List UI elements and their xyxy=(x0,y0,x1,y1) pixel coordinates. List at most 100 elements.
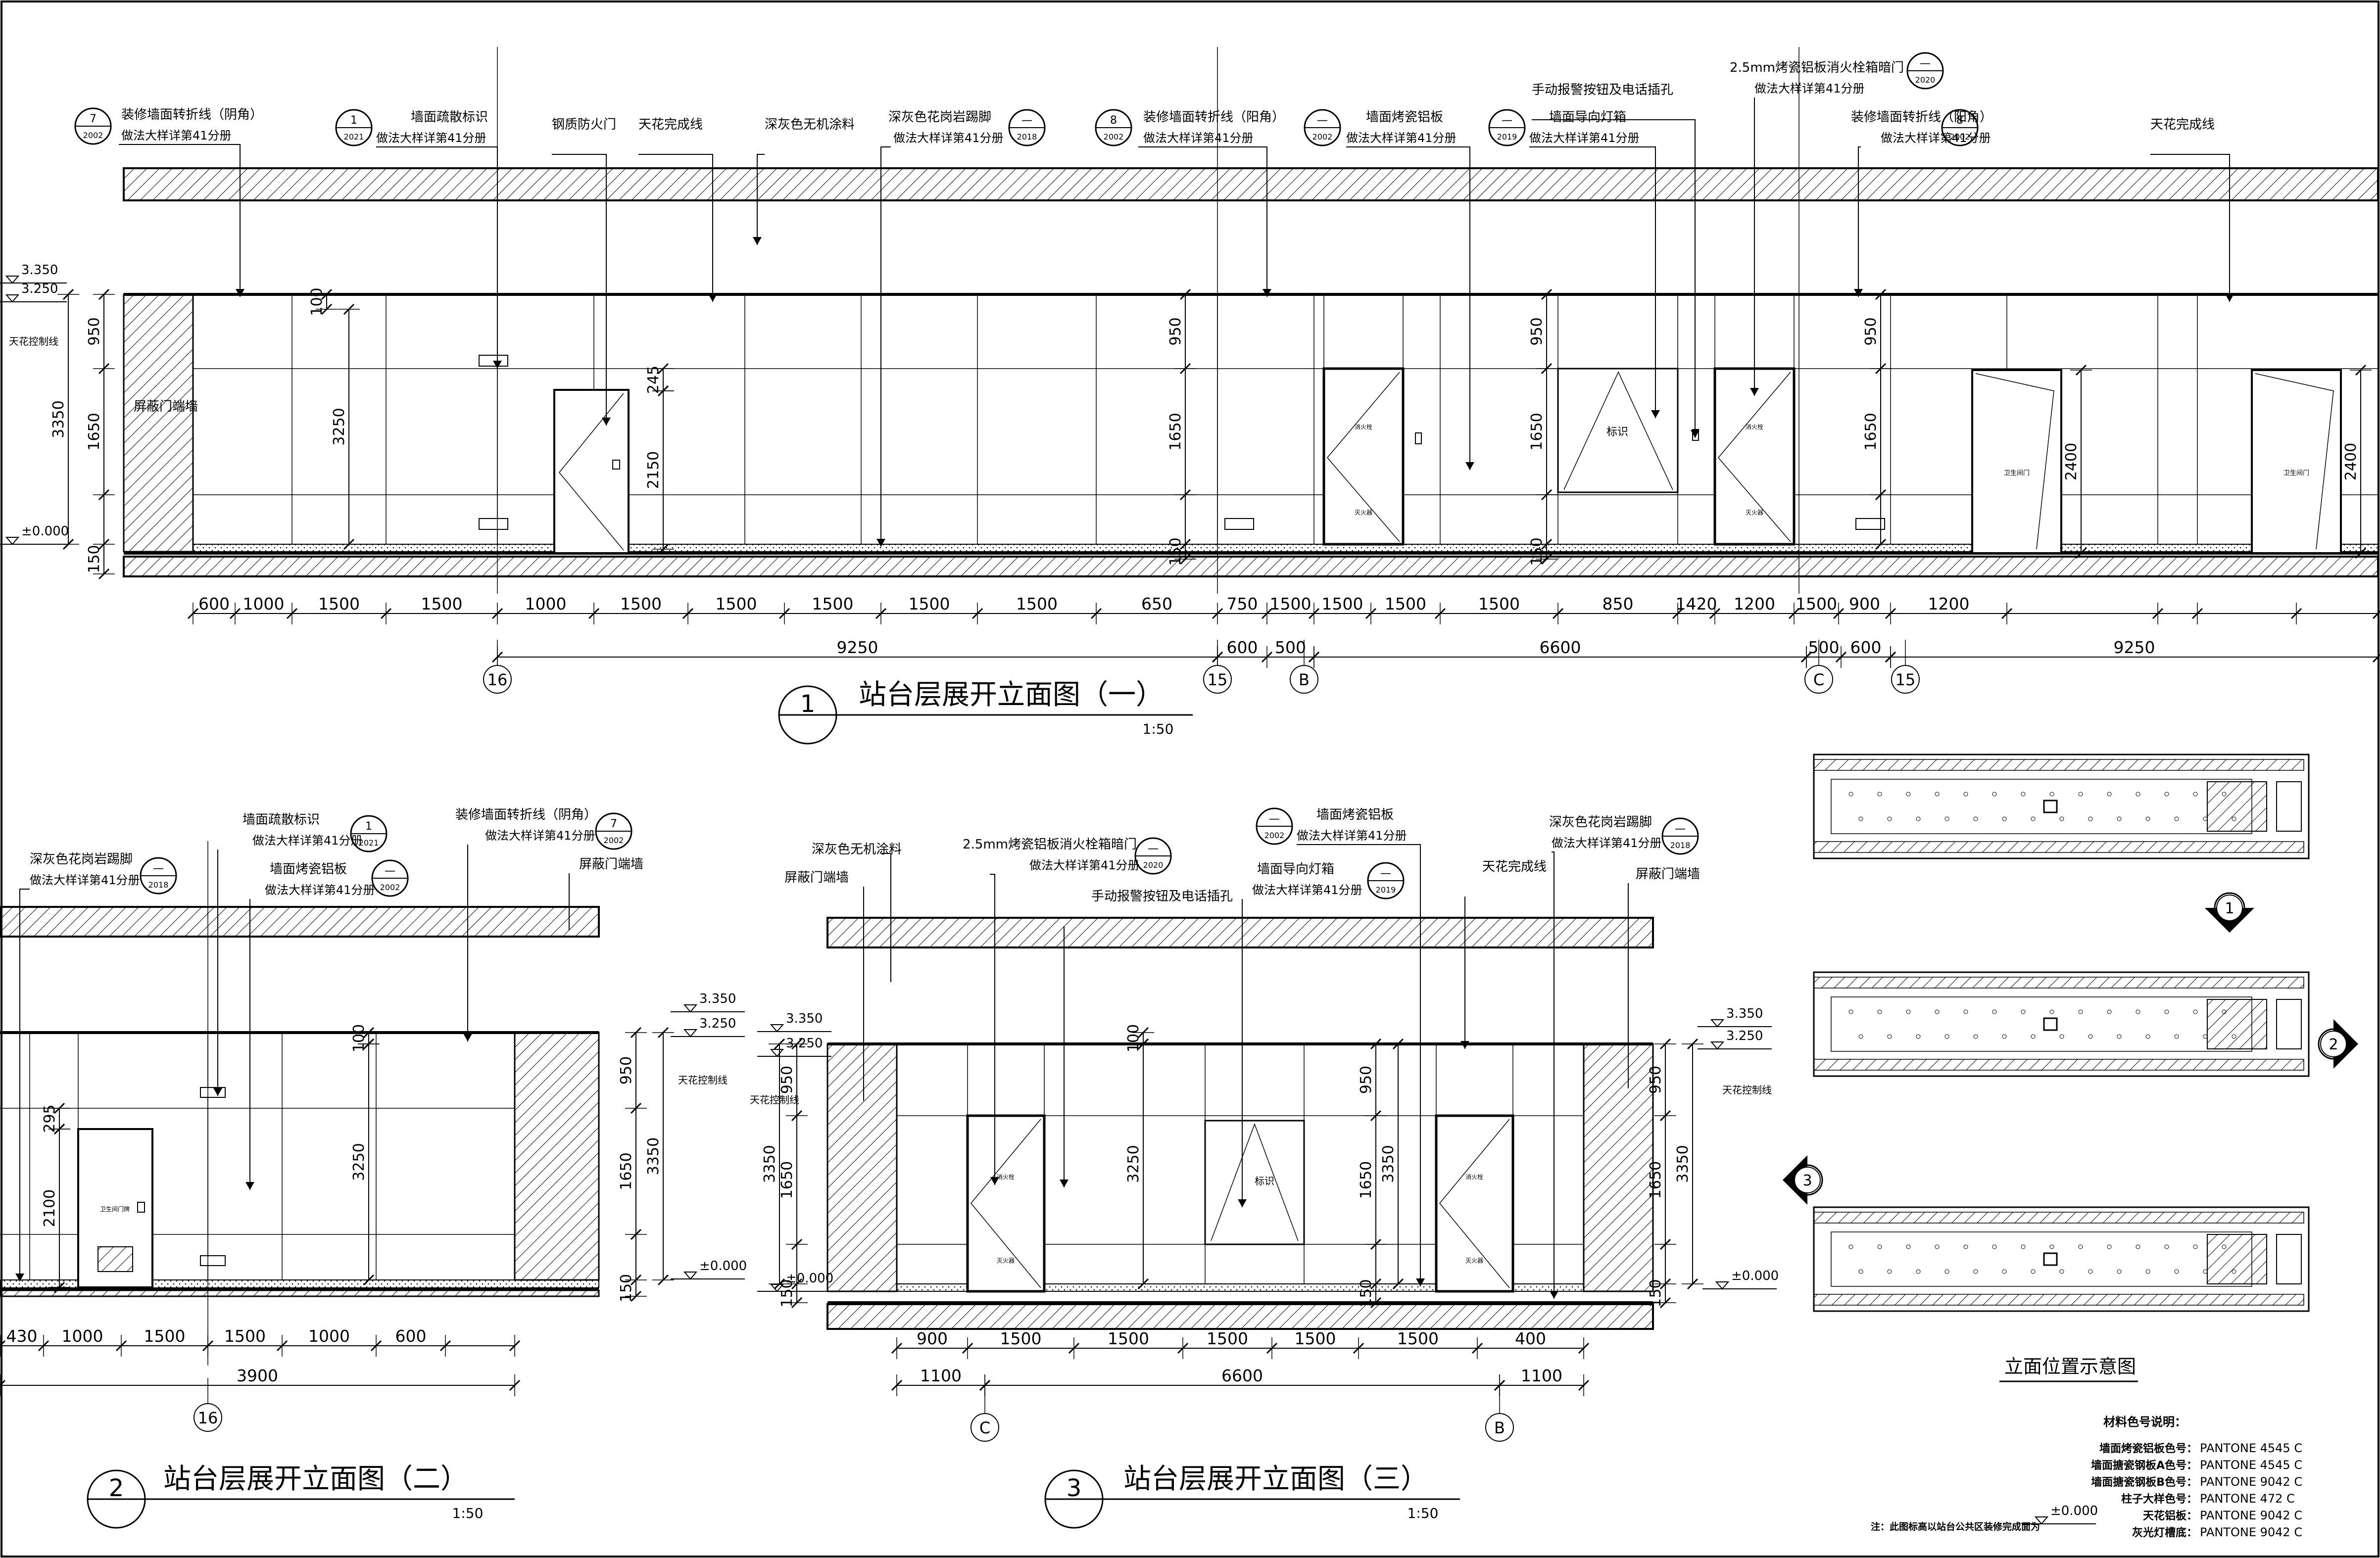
dim-horizontal: 1500 xyxy=(1016,594,1058,614)
level-marker xyxy=(683,1004,698,1013)
text-ceil_ctrl: 天花控制线 xyxy=(678,1074,728,1086)
callout-sheet: 2002 xyxy=(1950,132,1970,142)
level-value: 3.250 xyxy=(21,282,58,296)
dim-horizontal: 600 xyxy=(1227,638,1258,657)
dim-horizontal: 1500 xyxy=(620,594,662,614)
dim-vertical: 150 xyxy=(1358,1279,1375,1307)
dim-vertical: 295 xyxy=(41,1104,58,1133)
dim-horizontal: 1500 xyxy=(1397,1329,1439,1348)
dim-horizontal: 1500 xyxy=(716,594,757,614)
level-value: 3.350 xyxy=(21,263,58,278)
svg-text:消火栓: 消火栓 xyxy=(1465,1173,1483,1180)
dim-vertical: 950 xyxy=(1528,317,1546,345)
callout-sheet: 2002 xyxy=(380,883,400,892)
legend-value: PANTONE 9042 C xyxy=(2200,1509,2302,1522)
elevation-scale: 1:50 xyxy=(452,1505,484,1521)
legend-value: PANTONE 9042 C xyxy=(2200,1475,2302,1489)
dim-vertical: 2400 xyxy=(2342,443,2360,480)
dim-vertical: 950 xyxy=(1647,1066,1664,1094)
dim-vertical: 150 xyxy=(1167,537,1184,566)
callout-number: 7 xyxy=(610,818,617,830)
dim-horizontal: 1500 xyxy=(1478,594,1520,614)
axis-bubble xyxy=(483,665,512,694)
dim-vertical: 1650 xyxy=(1167,413,1184,450)
svg-text:卫生间门: 卫生间门 xyxy=(2004,470,2030,477)
view-marker-label: 1 xyxy=(2225,900,2234,917)
callout-label: 手动报警按钮及电话插孔 xyxy=(1091,889,1233,904)
callout-label: 深灰色花岗岩踢脚 xyxy=(30,852,133,867)
level-value: 3.350 xyxy=(786,1011,823,1026)
level-marker xyxy=(1710,1019,1725,1028)
callout-label: 装修墙面转折线（阳角） xyxy=(1143,110,1285,125)
callout-label: 2.5mm烤瓷铝板消火栓箱暗门 xyxy=(1730,60,1904,75)
callout-sheet: 2002 xyxy=(604,836,624,845)
callout-ref: 做法大样详第41分册 xyxy=(1529,131,1640,145)
dim-vertical: 3250 xyxy=(331,408,348,445)
callout-sheet: 2018 xyxy=(1670,841,1691,850)
dim-vertical: 950 xyxy=(1358,1066,1375,1094)
level-value: 3.250 xyxy=(786,1036,823,1051)
level-marker xyxy=(770,1284,784,1292)
callout-ref: 做法大样详第41分册 xyxy=(485,829,595,843)
callout-sheet: 2018 xyxy=(1017,132,1037,142)
svg-text:消火栓: 消火栓 xyxy=(997,1173,1015,1180)
callout-sheet: 2002 xyxy=(1104,132,1124,142)
callout-number: — xyxy=(1502,114,1512,127)
dim-vertical: 2150 xyxy=(645,451,662,489)
legend-value: PANTONE 4545 C xyxy=(2200,1441,2302,1455)
axis-bubble xyxy=(194,1403,222,1432)
level-marker xyxy=(683,1272,698,1280)
svg-text:消火栓: 消火栓 xyxy=(1355,423,1372,430)
label-screen-wall-3: 屏蔽门端墙 xyxy=(784,870,849,885)
legend-key: 柱子大样色号： xyxy=(2121,1493,2197,1506)
dim-horizontal: 1000 xyxy=(308,1326,350,1346)
dim-horizontal: 1500 xyxy=(1322,594,1363,614)
dim-vertical: 950 xyxy=(86,317,103,345)
label-screen-wall: 屏蔽门端墙 xyxy=(134,399,198,414)
callout-ref: 做法大样详第41分册 xyxy=(121,129,232,142)
callout-label: 深灰色无机涂料 xyxy=(765,117,855,132)
axis-label: 16 xyxy=(198,1409,218,1427)
dim-horizontal: 1500 xyxy=(421,594,463,614)
view-marker-label: 2 xyxy=(2329,1036,2338,1053)
callout-label: 深灰色无机涂料 xyxy=(812,842,902,857)
dim-horizontal: 1500 xyxy=(1796,594,1837,614)
dim-horizontal: 1500 xyxy=(1000,1329,1042,1348)
dim-vertical: 3350 xyxy=(761,1145,778,1182)
svg-text:消火栓: 消火栓 xyxy=(1746,423,1763,430)
level-marker xyxy=(770,1024,784,1033)
level-marker xyxy=(683,1029,698,1038)
dim-vertical: 245 xyxy=(645,366,662,394)
dim-vertical: 3250 xyxy=(350,1143,368,1180)
level-value: 3.350 xyxy=(699,991,736,1006)
callout-ref: 做法大样详第41分册 xyxy=(1552,836,1662,850)
axis-label: C xyxy=(979,1418,990,1437)
washroom-door-1 xyxy=(1971,369,2062,554)
hydrant-door-1 xyxy=(1322,367,1405,546)
level-marker xyxy=(1710,1041,1725,1050)
dim-vertical: 2400 xyxy=(2063,443,2080,480)
callout-label: 天花完成线 xyxy=(638,117,703,132)
title-number: 3 xyxy=(1067,1474,1082,1502)
dim-horizontal: 650 xyxy=(1141,594,1172,614)
plan-title: 立面位置示意图 xyxy=(2004,1356,2136,1377)
callout-sheet: 2021 xyxy=(344,132,364,142)
svg-text:卫生间门: 卫生间门 xyxy=(2283,470,2309,477)
callout-label: 钢质防火门 xyxy=(552,117,616,132)
elevation-3: 消火栓 灭火器 标识 消火栓 灭火器 xyxy=(826,917,1654,1330)
svg-text:灭火器: 灭火器 xyxy=(1746,509,1763,516)
ceiling-slab-1 xyxy=(123,167,2379,201)
elevation-title: 站台层展开立面图（三） xyxy=(1123,1463,1428,1495)
callout-sheet: 2002 xyxy=(1264,831,1285,840)
dim-vertical: 950 xyxy=(1862,317,1880,345)
dim-vertical: 1650 xyxy=(1358,1161,1375,1199)
dim-horizontal: 6600 xyxy=(1221,1366,1263,1385)
level-marker xyxy=(5,276,20,284)
level-value: ±0.000 xyxy=(699,1259,747,1274)
dim-vertical: 950 xyxy=(778,1066,796,1094)
ceiling-ctrl-label: 天花控制线 xyxy=(9,335,58,347)
callout-label: 墙面烤瓷铝板 xyxy=(1366,110,1443,125)
note-text: 注：此图标高以站台公共区装修完成面为 xyxy=(1871,1521,2040,1532)
callout-ref: 做法大样详第41分册 xyxy=(1754,82,1865,95)
